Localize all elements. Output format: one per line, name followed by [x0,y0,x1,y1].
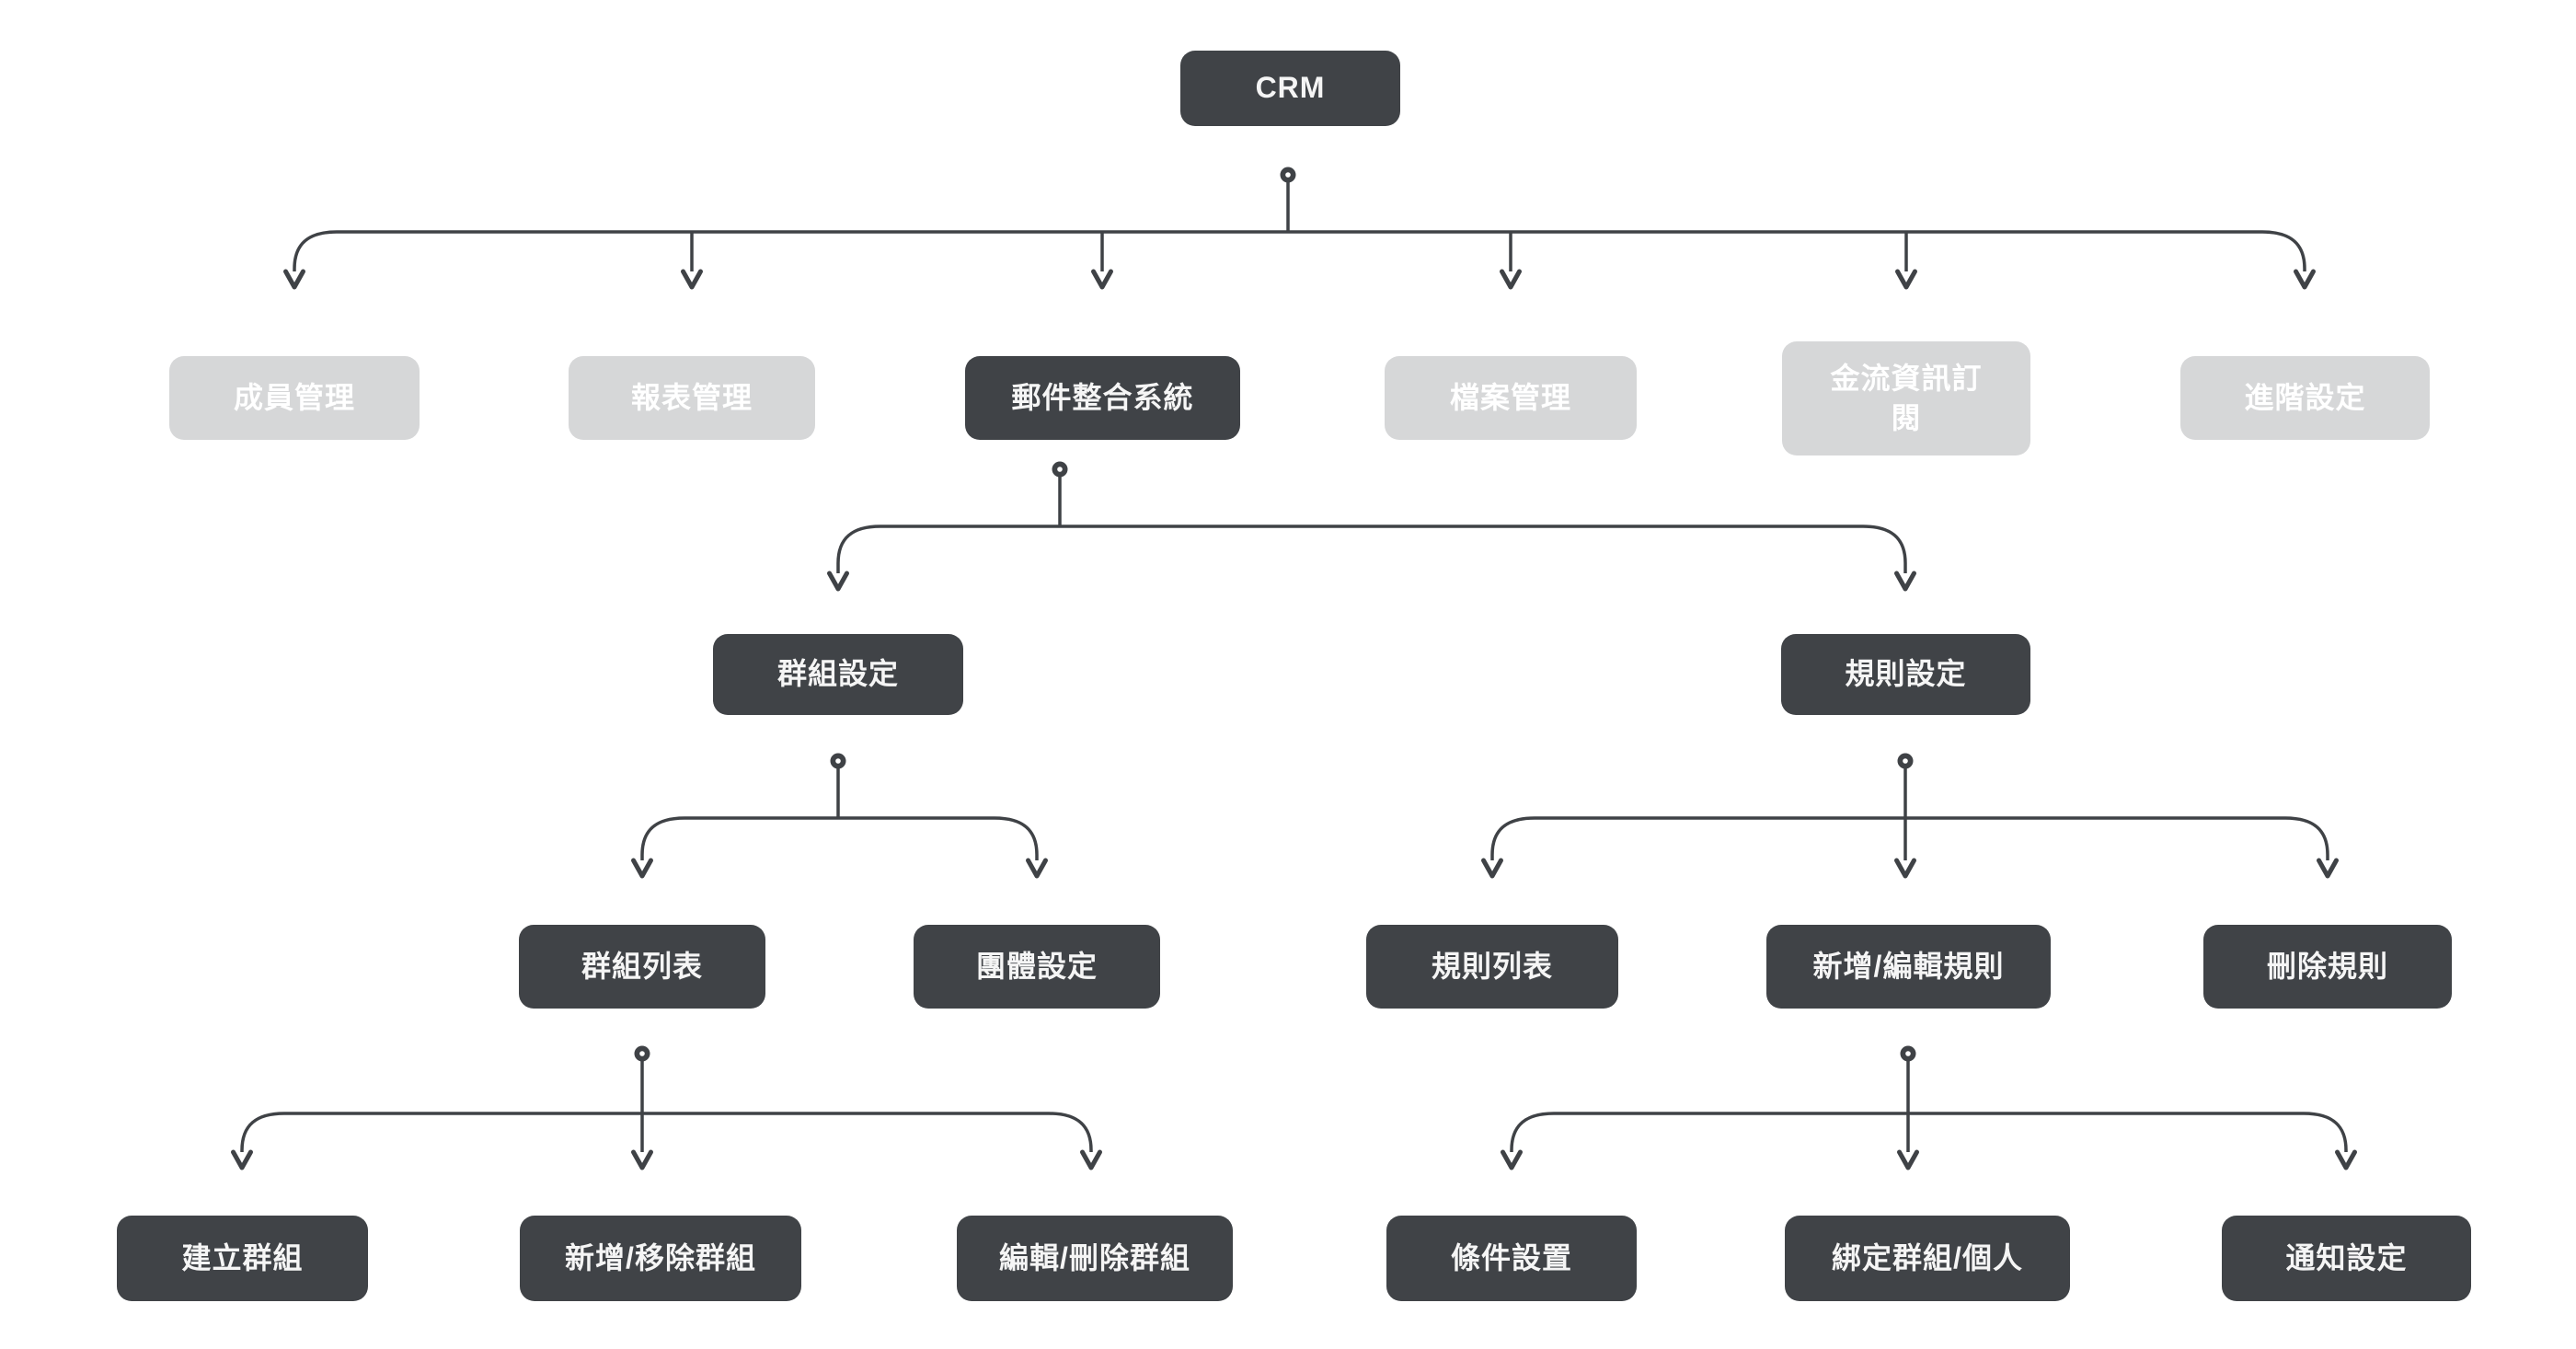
edge-origin-dot-icon [1897,753,1914,769]
arrowhead-icon [1501,1149,1523,1170]
node-member-management[interactable]: 成員管理 [169,356,420,440]
node-label: 報表管理 [630,380,753,414]
node-group-settings[interactable]: 群組設定 [713,634,963,715]
arrowhead-icon [1500,269,1522,290]
node-label: 規則列表 [1431,949,1553,983]
arrowhead-icon [2317,858,2339,879]
node-advanced-settings[interactable]: 進階設定 [2180,356,2430,440]
connector-path [240,1061,1093,1155]
node-crm[interactable]: CRM [1180,51,1400,126]
arrowhead-icon [1481,858,1503,879]
node-label: 團體設定 [975,949,1098,983]
edge-origin-dot-hole [835,758,841,764]
node-label: 進階設定 [2244,380,2366,414]
arrowhead-icon [1897,1149,1919,1170]
node-label: 條件設置 [1450,1240,1572,1274]
arrowhead-icon [681,269,703,290]
node-condition-setting[interactable]: 條件設置 [1386,1216,1637,1301]
connector-path [1510,1061,2348,1155]
arrowhead-icon [283,269,305,290]
edge-origin-dot-hole [1057,467,1063,472]
edge-origin-dot-hole [1905,1051,1911,1056]
connector-path [640,768,1039,863]
connector-path [293,182,2306,274]
node-mail-integration-system[interactable]: 郵件整合系統 [965,356,1240,440]
arrowhead-icon [231,1149,253,1170]
edge-origin-dot-icon [1052,461,1068,478]
arrowhead-icon [1026,858,1048,879]
arrowhead-icon [2294,269,2316,290]
node-team-settings[interactable]: 團體設定 [914,925,1160,1009]
arrowhead-icon [1080,1149,1102,1170]
edge-origin-dot-hole [1285,172,1291,178]
node-rule-list[interactable]: 規則列表 [1366,925,1618,1009]
connector-path [836,477,1907,576]
connector-path [1490,768,2329,863]
node-report-management[interactable]: 報表管理 [569,356,815,440]
node-notification-settings[interactable]: 通知設定 [2222,1216,2471,1301]
node-file-management[interactable]: 檔案管理 [1385,356,1637,440]
node-label: 群組設定 [776,657,899,691]
arrowhead-icon [631,858,653,879]
node-label: 建立群組 [181,1240,304,1274]
node-label: 新增/移除群組 [565,1240,756,1274]
node-label: CRM [1255,71,1326,105]
edge-origin-dot-icon [1280,167,1296,183]
arrowhead-icon [631,1149,653,1170]
edge-origin-dot-hole [639,1051,645,1056]
node-rule-settings[interactable]: 規則設定 [1781,634,2030,715]
node-label: 郵件整合系統 [1011,380,1194,414]
node-label: 規則設定 [1845,657,1967,691]
arrowhead-icon [827,571,849,592]
edge-origin-dot-icon [634,1045,650,1062]
node-label: 新增/編輯規則 [1812,949,2005,983]
arrowhead-icon [1091,269,1113,290]
arrowhead-icon [2335,1149,2357,1170]
node-group-list[interactable]: 群組列表 [519,925,765,1009]
node-add-remove-group[interactable]: 新增/移除群組 [520,1216,801,1301]
arrowhead-icon [1895,269,1917,290]
node-label: 檔案管理 [1449,380,1571,414]
node-edit-delete-group[interactable]: 編輯/刪除群組 [957,1216,1233,1301]
arrowhead-icon [1894,858,1916,879]
arrowhead-icon [1894,571,1916,592]
node-create-group[interactable]: 建立群組 [117,1216,368,1301]
node-label: 成員管理 [233,380,355,414]
node-label: 綁定群組/個人 [1832,1240,2023,1274]
edge-origin-dot-icon [1900,1045,1916,1062]
node-label: 群組列表 [581,949,703,983]
node-add-edit-rule[interactable]: 新增/編輯規則 [1766,925,2051,1009]
node-label: 金流資訊訂 閱 [1830,361,1983,434]
node-bind-group-individual[interactable]: 綁定群組/個人 [1785,1216,2070,1301]
node-label: 刪除規則 [2266,949,2388,983]
node-payment-info-subscription[interactable]: 金流資訊訂 閱 [1782,341,2030,455]
node-label: 編輯/刪除群組 [999,1240,1190,1274]
node-label: 通知設定 [2285,1240,2408,1274]
node-delete-rule[interactable]: 刪除規則 [2203,925,2452,1009]
edge-origin-dot-hole [1903,758,1908,764]
edge-origin-dot-icon [830,753,846,769]
